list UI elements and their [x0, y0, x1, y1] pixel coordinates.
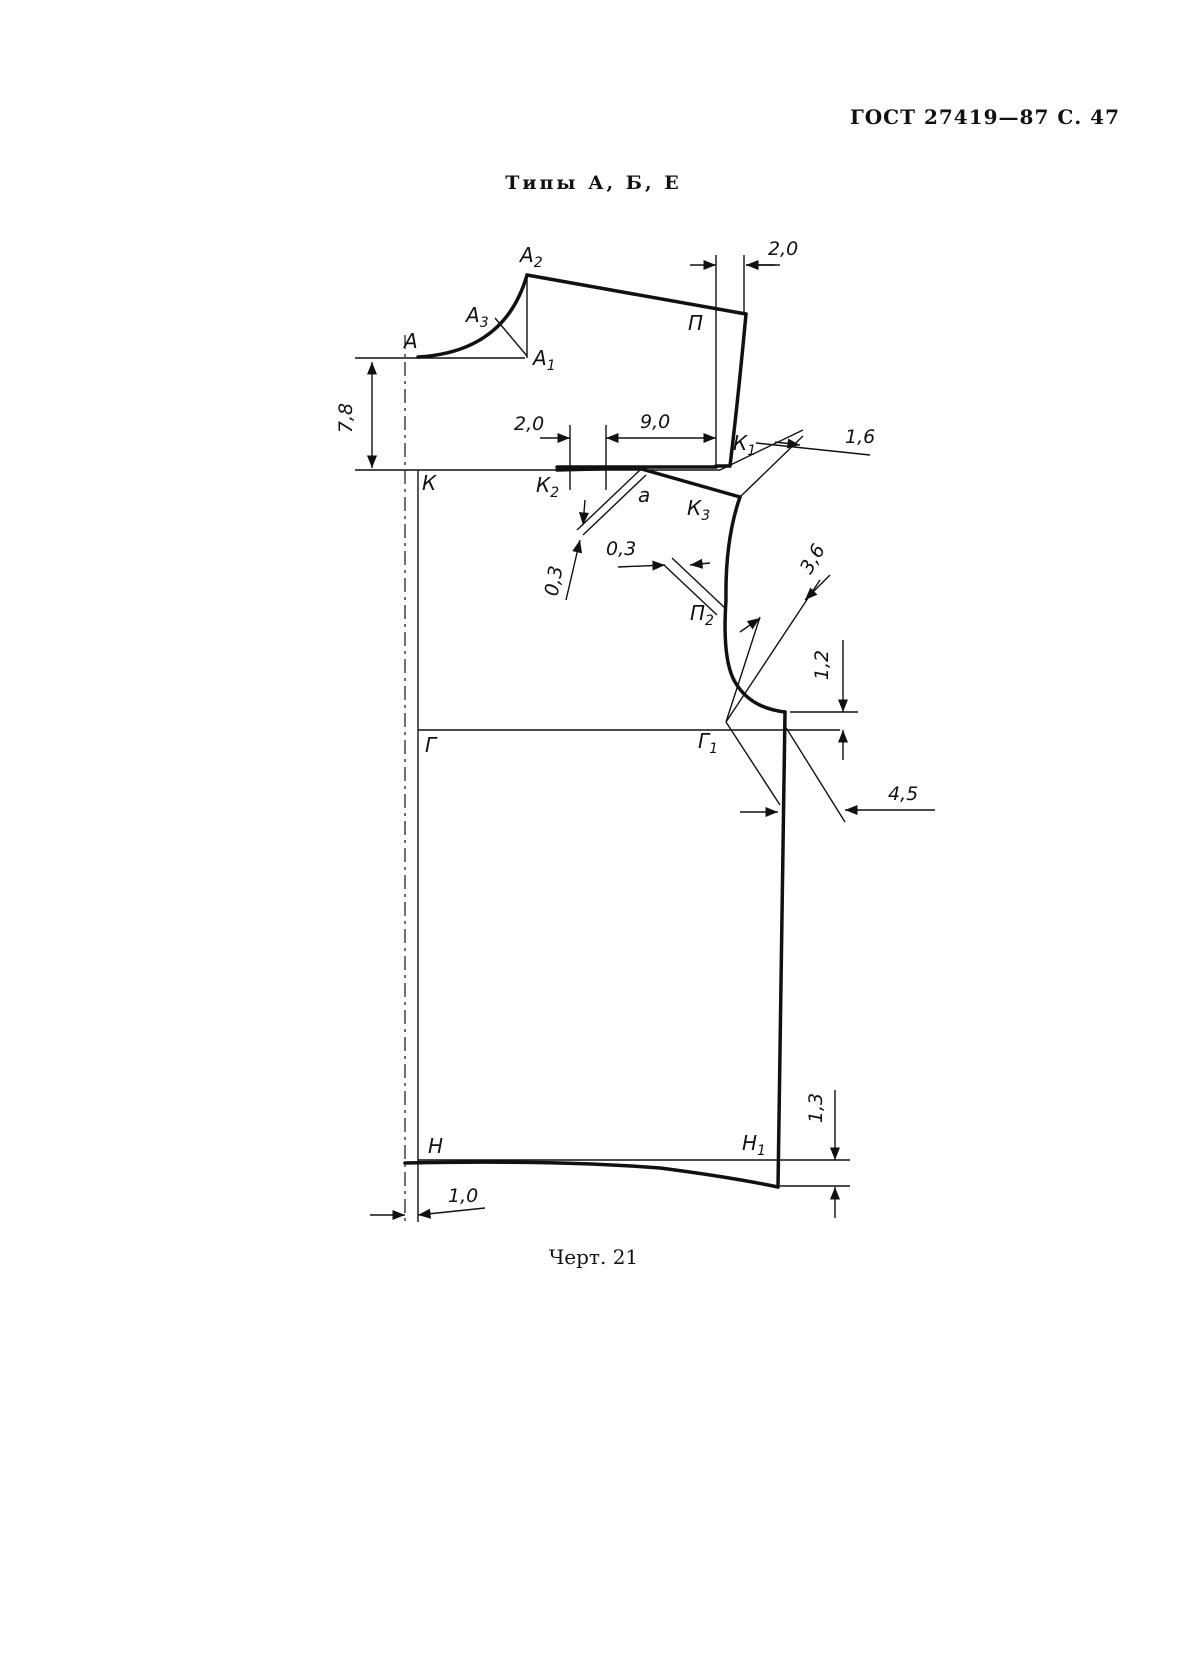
label-1-3: 1,3: [805, 1093, 827, 1123]
label-9-0: 9,0: [640, 411, 670, 433]
label-left-2-0: 2,0: [514, 413, 544, 435]
p2-dart-b: [663, 564, 718, 616]
armhole-diag-1: [725, 579, 821, 723]
label-3-6: 3,6: [796, 540, 830, 577]
dim-3-6: [739, 617, 761, 633]
point-G1: Г1: [698, 729, 718, 757]
figure-caption: Черт. 21: [548, 1245, 639, 1269]
point-a: а: [638, 483, 650, 507]
dim-1-6: [774, 438, 801, 449]
shoulder-line: [525, 273, 748, 316]
armhole-curve: [723, 495, 787, 714]
armhole-diag-2: [725, 616, 761, 723]
point-K: К: [422, 471, 437, 495]
point-A: А: [402, 329, 418, 353]
dim-right-0-3: [617, 560, 666, 571]
label-4-5: 4,5: [888, 783, 918, 805]
point-G: Г: [425, 733, 438, 757]
point-H: Н: [428, 1134, 443, 1158]
page-header: ГОСТ 27419—87 С. 47: [849, 105, 1120, 129]
point-K2: К2: [536, 473, 559, 501]
point-K1: К1: [733, 431, 756, 459]
k1-offset-line: [755, 442, 871, 456]
label-left-0-3: 0,3: [541, 564, 568, 598]
armhole-diag-3: [725, 721, 781, 806]
armhole-upper: [714, 312, 748, 468]
drawing-subtitle: Типы А, Б, Е: [505, 172, 682, 194]
label-7-8: 7,8: [335, 403, 357, 433]
dim-left-0-3: [565, 539, 583, 601]
k1-ext-a: [719, 429, 804, 471]
neckline-curve: [416, 273, 529, 359]
p2-dart-a: [671, 557, 726, 609]
point-A3: А3: [464, 303, 489, 331]
dart-a-line-1: [576, 469, 641, 531]
point-H1: Н1: [742, 1131, 766, 1159]
side-extend-diag: [784, 725, 846, 823]
point-K3: К3: [687, 496, 710, 524]
point-A2: А2: [518, 243, 543, 271]
side-seam: [776, 710, 787, 1189]
dart-lower: [555, 466, 742, 499]
label-1-0: 1,0: [448, 1185, 478, 1207]
point-A1: А1: [531, 346, 556, 374]
point-P2: П2: [690, 601, 714, 629]
dart-a-line-2: [582, 474, 647, 536]
point-P: П: [688, 311, 703, 335]
hem-curve: [403, 1160, 780, 1189]
label-right-0-3: 0,3: [606, 538, 636, 560]
label-1-2: 1,2: [811, 650, 833, 680]
label-1-6: 1,6: [845, 426, 875, 448]
label-top-2-0: 2,0: [768, 238, 798, 260]
